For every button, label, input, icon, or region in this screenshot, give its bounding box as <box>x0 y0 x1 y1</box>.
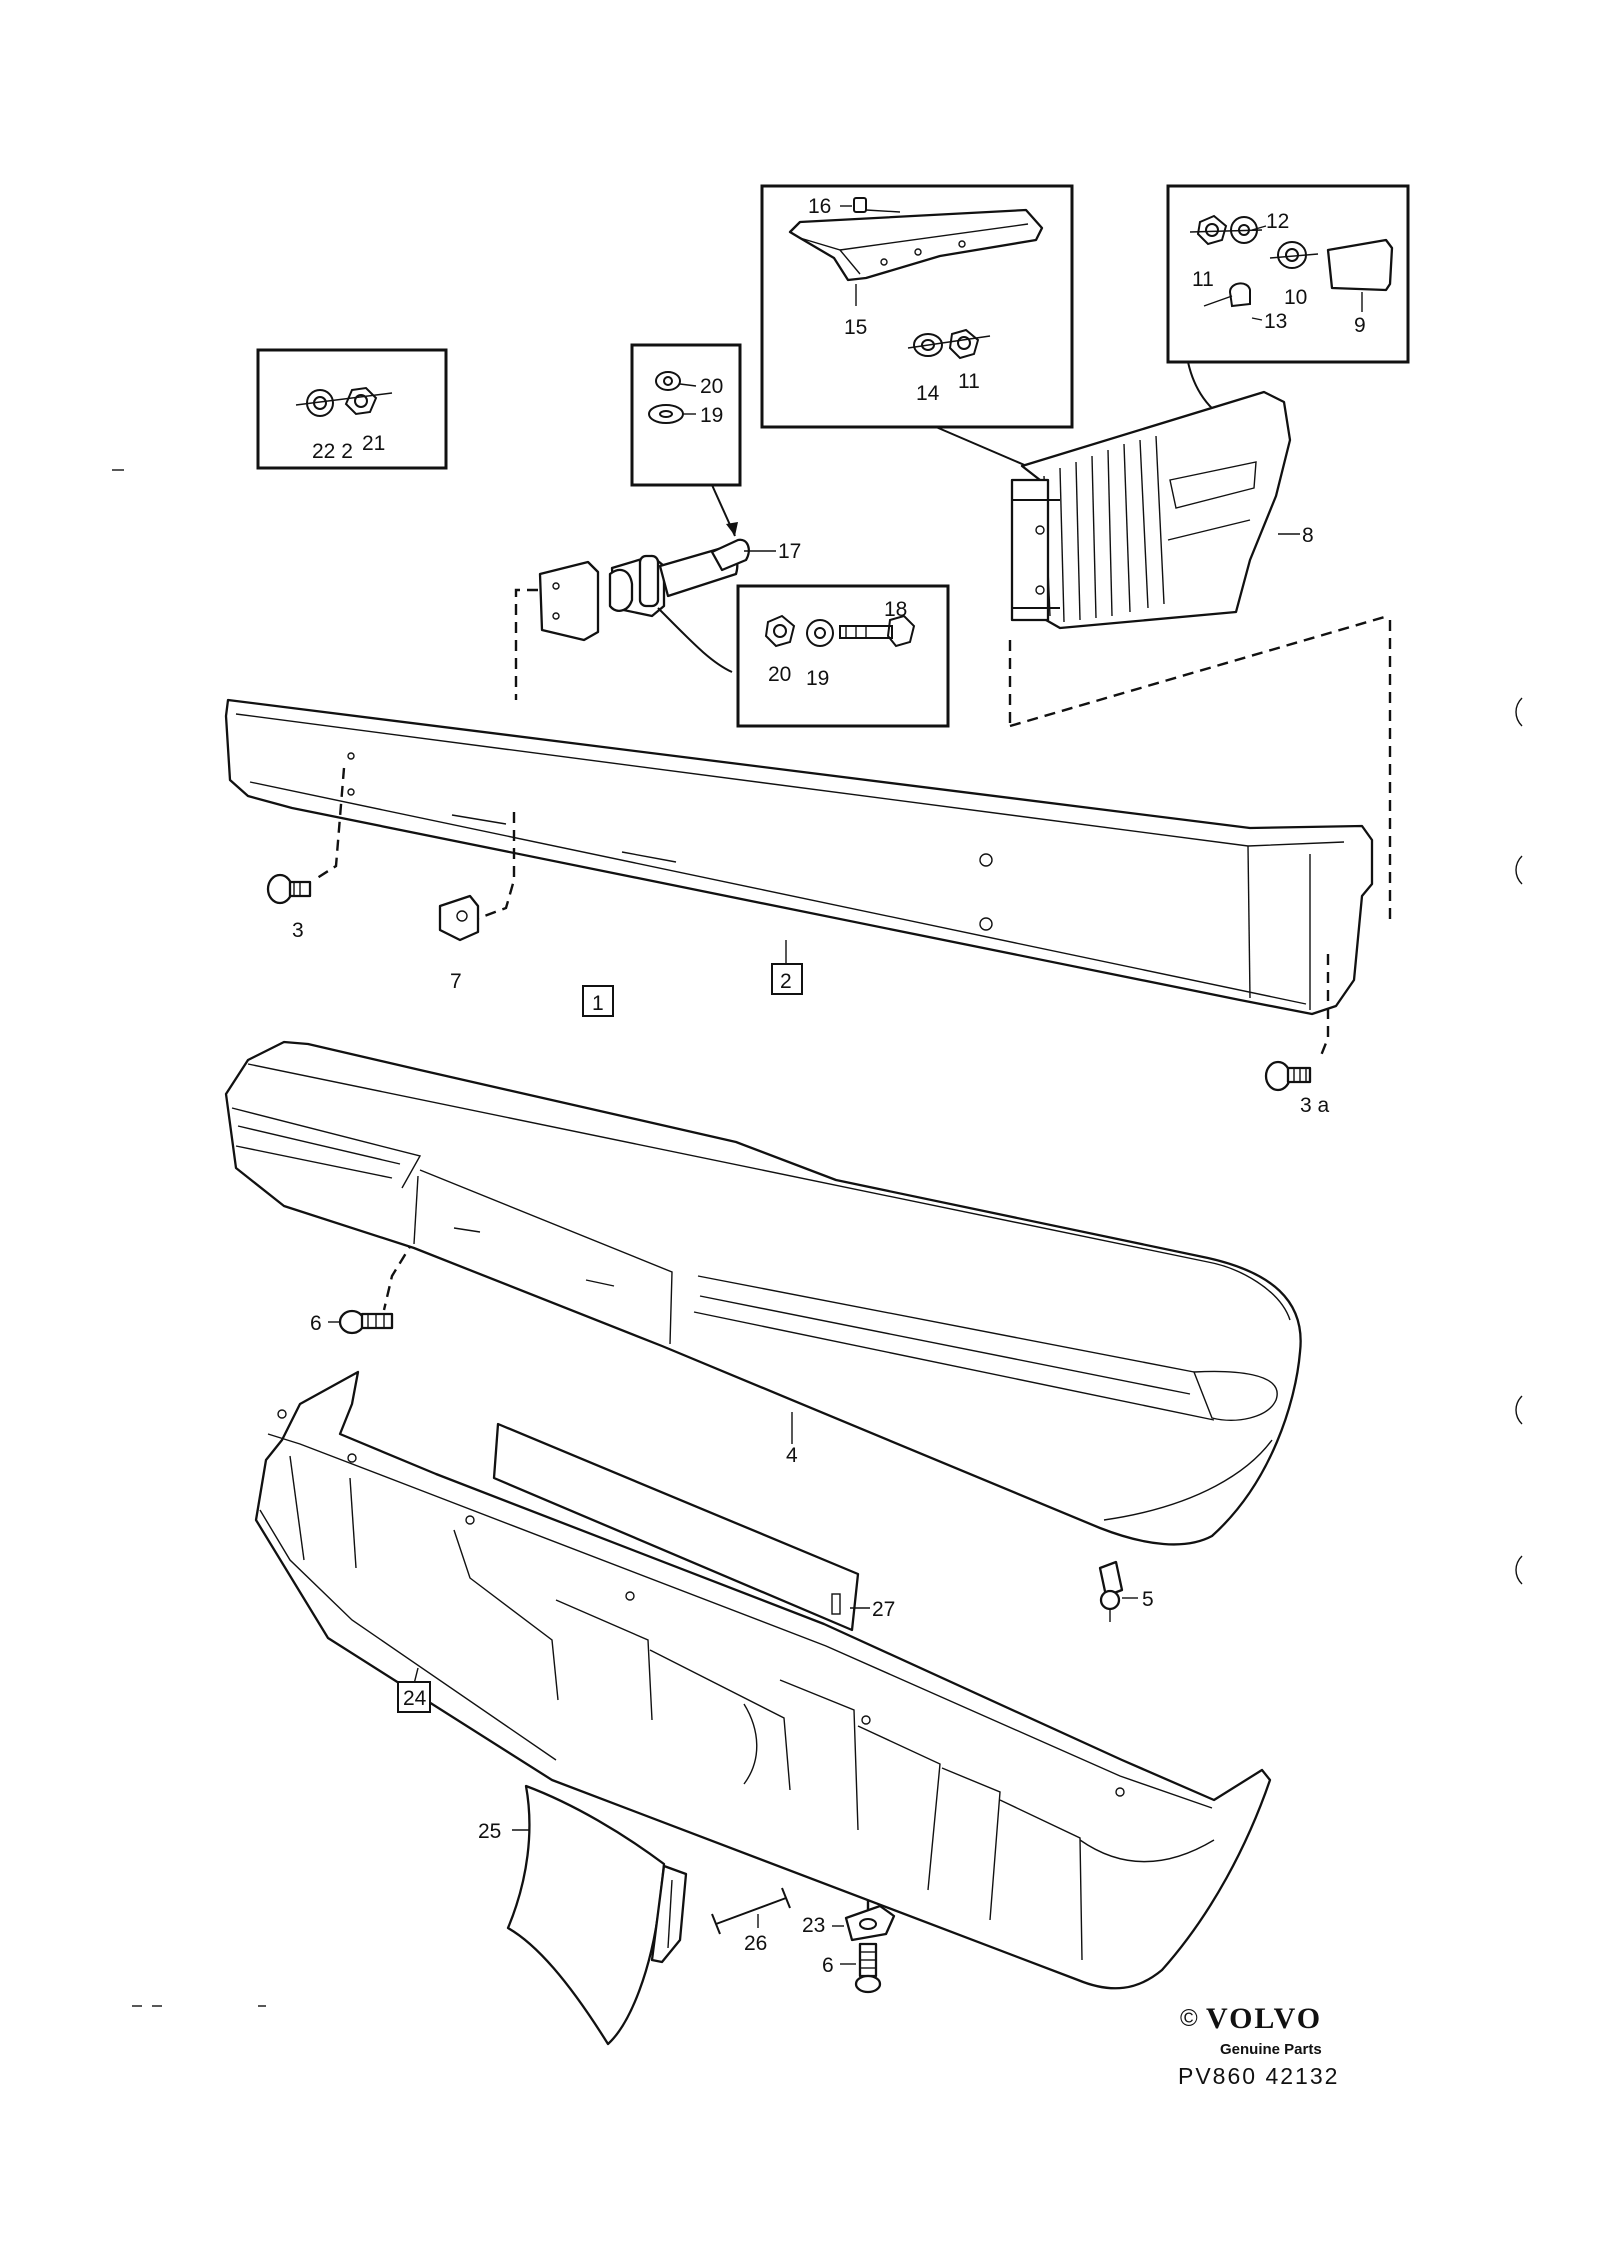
bumper-cover-4: 4 <box>224 1040 1302 1546</box>
clip-5: 5 <box>1098 1560 1154 1622</box>
screw-6-upper: 6 <box>310 1309 394 1335</box>
detail-box-bracket-15: 16 15 14 11 <box>760 184 1074 429</box>
callout-7: 7 <box>450 970 462 993</box>
pin-26: 26 <box>711 1887 791 1955</box>
end-cap-25: 25 <box>478 1784 688 2046</box>
side-bracket-8: 8 <box>1010 390 1314 630</box>
callout-20-lower: 20 <box>768 663 791 686</box>
callout-11-box9: 11 <box>1192 268 1214 291</box>
callout-22: 22 2 <box>312 440 353 463</box>
callout-19-upper: 19 <box>700 404 723 427</box>
callout-9: 9 <box>1354 314 1366 337</box>
callout-27: 27 <box>872 1598 895 1621</box>
callout-21: 21 <box>362 432 385 455</box>
part-number: PV860 42132 <box>1178 2063 1339 2089</box>
callout-12: 12 <box>1266 210 1289 233</box>
callout-11-box15: 11 <box>958 370 980 393</box>
volvo-branding: © VOLVO Genuine Parts PV860 42132 <box>1178 2002 1339 2089</box>
callout-box-2 <box>771 963 803 995</box>
callout-13: 13 <box>1264 310 1287 333</box>
clip-nut-7: 7 <box>438 894 480 993</box>
callout-3: 3 <box>292 919 304 942</box>
callout-1: 1 <box>592 992 604 1015</box>
callout-26: 26 <box>744 1932 767 1955</box>
detail-box-nut-washer-upper: 20 19 <box>630 343 742 487</box>
callout-4: 4 <box>786 1444 798 1467</box>
callout-2: 2 <box>780 970 792 993</box>
callout-17: 17 <box>778 540 801 563</box>
callout-25: 25 <box>478 1820 501 1843</box>
leader-17-box18 <box>657 607 733 673</box>
callout-6-upper: 6 <box>310 1312 322 1335</box>
mount-bar-17: 17 <box>538 538 801 642</box>
copyright-symbol: © <box>1180 2005 1198 2032</box>
callout-24: 24 <box>403 1687 427 1710</box>
callout-3a: 3 a <box>1300 1094 1330 1117</box>
leader-box9-8 <box>1187 361 1217 413</box>
strip-27: 27 <box>492 1422 895 1632</box>
callout-19-lower: 19 <box>806 667 829 690</box>
bolt-3: 3 <box>266 873 312 942</box>
callout-23: 23 <box>802 1914 825 1937</box>
callout-14: 14 <box>916 382 940 405</box>
detail-box-washer-nut: 22 2 21 <box>256 348 448 470</box>
callout-18: 18 <box>884 598 907 621</box>
callout-10: 10 <box>1284 286 1307 309</box>
scan-marks <box>112 469 1523 2007</box>
detail-box-bolt-18: 18 20 19 <box>736 584 950 728</box>
callout-20-upper: 20 <box>700 375 723 398</box>
detail-box-nut-set-9: 12 11 10 13 9 <box>1166 184 1410 364</box>
screw-6-lower: 6 <box>822 1942 882 1994</box>
brand-logo: VOLVO <box>1206 2002 1322 2035</box>
bumper-beam-2: 2 1 <box>224 698 1374 1017</box>
callout-15: 15 <box>844 316 867 339</box>
washer-23: 23 <box>802 1904 896 1942</box>
valance-24: 24 <box>254 1370 1272 1990</box>
callout-box-1 <box>582 985 614 1017</box>
callout-8: 8 <box>1302 524 1314 547</box>
callout-16: 16 <box>808 195 831 218</box>
callout-box-24 <box>397 1681 431 1713</box>
bolt-3a: 3 a <box>1264 1060 1330 1117</box>
callout-6-lower: 6 <box>822 1954 834 1977</box>
leader-box15-8 <box>935 426 1037 471</box>
tagline: Genuine Parts <box>1220 2041 1322 2058</box>
callout-5: 5 <box>1142 1588 1154 1611</box>
